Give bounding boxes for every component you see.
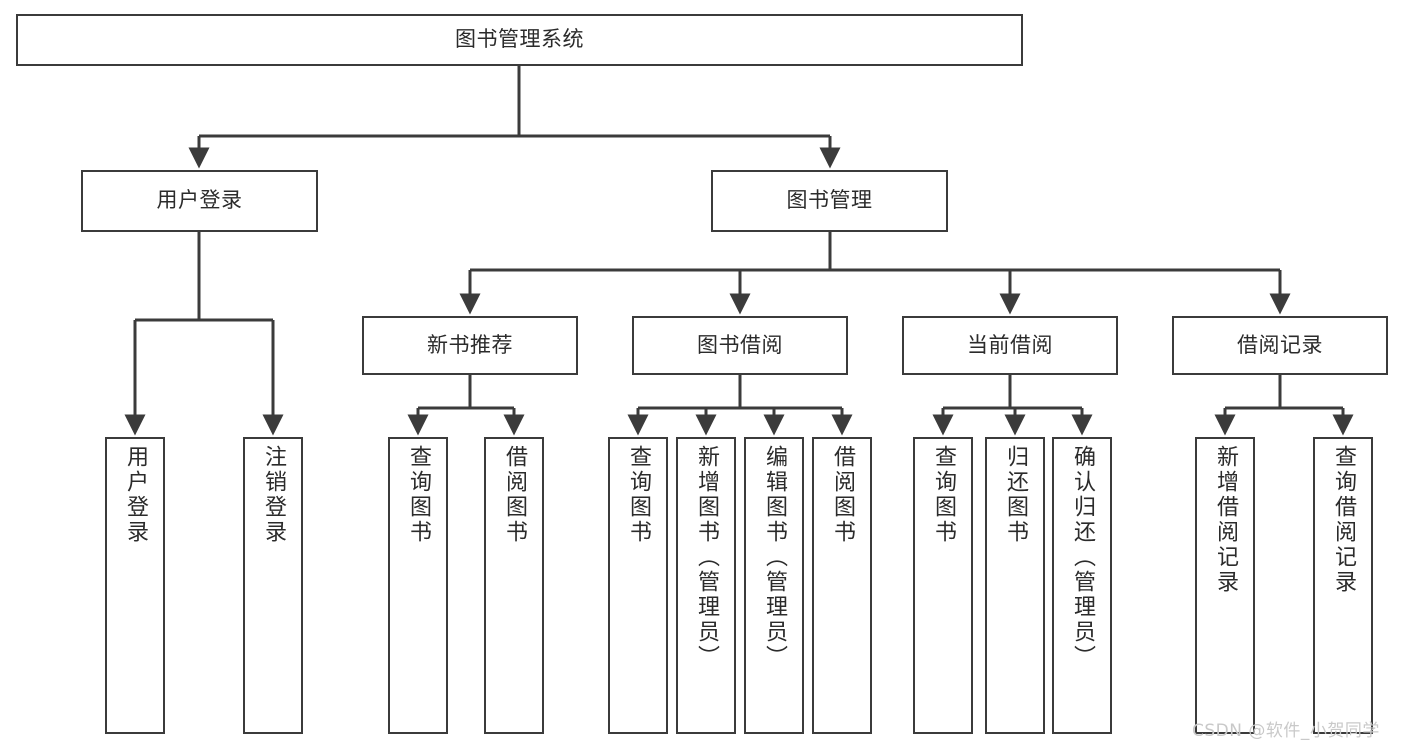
leaf-query-book-2[interactable]: 查询图书 [608,437,668,734]
leaf-query-book-2-label: 查询图书 [626,445,651,545]
leaf-add-record-label: 新增借阅记录 [1213,445,1238,595]
node-new-book-rec[interactable]: 新书推荐 [362,316,578,375]
node-borrow-record-label: 借阅记录 [1237,332,1323,357]
leaf-query-record-label: 查询借阅记录 [1331,445,1356,595]
node-current-borrow[interactable]: 当前借阅 [902,316,1118,375]
leaf-query-book-1-label: 查询图书 [406,445,431,545]
leaf-user-login[interactable]: 用户登录 [105,437,165,734]
leaf-query-book-1[interactable]: 查询图书 [388,437,448,734]
leaf-borrow-book-2[interactable]: 借阅图书 [812,437,872,734]
node-user-login[interactable]: 用户登录 [81,170,318,232]
node-book-borrow-label: 图书借阅 [697,332,783,357]
leaf-query-book-3[interactable]: 查询图书 [913,437,973,734]
node-root-label: 图书管理系统 [455,27,584,52]
leaf-borrow-book-1-label: 借阅图书 [502,445,527,545]
leaf-add-book[interactable]: 新增图书（管理员） [676,437,736,734]
node-user-login-label: 用户登录 [156,188,243,213]
leaf-add-book-label: 新增图书（管理员） [694,445,719,670]
leaf-user-logout-label: 注销登录 [261,445,286,545]
leaf-user-login-label: 用户登录 [123,445,148,545]
leaf-borrow-book-1[interactable]: 借阅图书 [484,437,544,734]
leaf-user-logout[interactable]: 注销登录 [243,437,303,734]
node-borrow-record[interactable]: 借阅记录 [1172,316,1388,375]
leaf-query-book-3-label: 查询图书 [931,445,956,545]
leaf-query-record[interactable]: 查询借阅记录 [1313,437,1373,734]
node-book-manage-label: 图书管理 [786,188,873,213]
csdn-watermark: CSDN @软件_小贺同学 [1192,721,1380,741]
node-book-borrow[interactable]: 图书借阅 [632,316,848,375]
node-current-borrow-label: 当前借阅 [967,332,1053,357]
node-new-book-rec-label: 新书推荐 [427,332,513,357]
leaf-edit-book-label: 编辑图书（管理员） [762,445,787,670]
leaf-add-record[interactable]: 新增借阅记录 [1195,437,1255,734]
leaf-return-book-label: 归还图书 [1003,445,1028,545]
leaf-edit-book[interactable]: 编辑图书（管理员） [744,437,804,734]
leaf-return-book[interactable]: 归还图书 [985,437,1045,734]
leaf-confirm-return[interactable]: 确认归还（管理员） [1052,437,1112,734]
node-book-manage[interactable]: 图书管理 [711,170,948,232]
node-root[interactable]: 图书管理系统 [16,14,1023,66]
leaf-confirm-return-label: 确认归还（管理员） [1070,445,1095,670]
leaf-borrow-book-2-label: 借阅图书 [830,445,855,545]
